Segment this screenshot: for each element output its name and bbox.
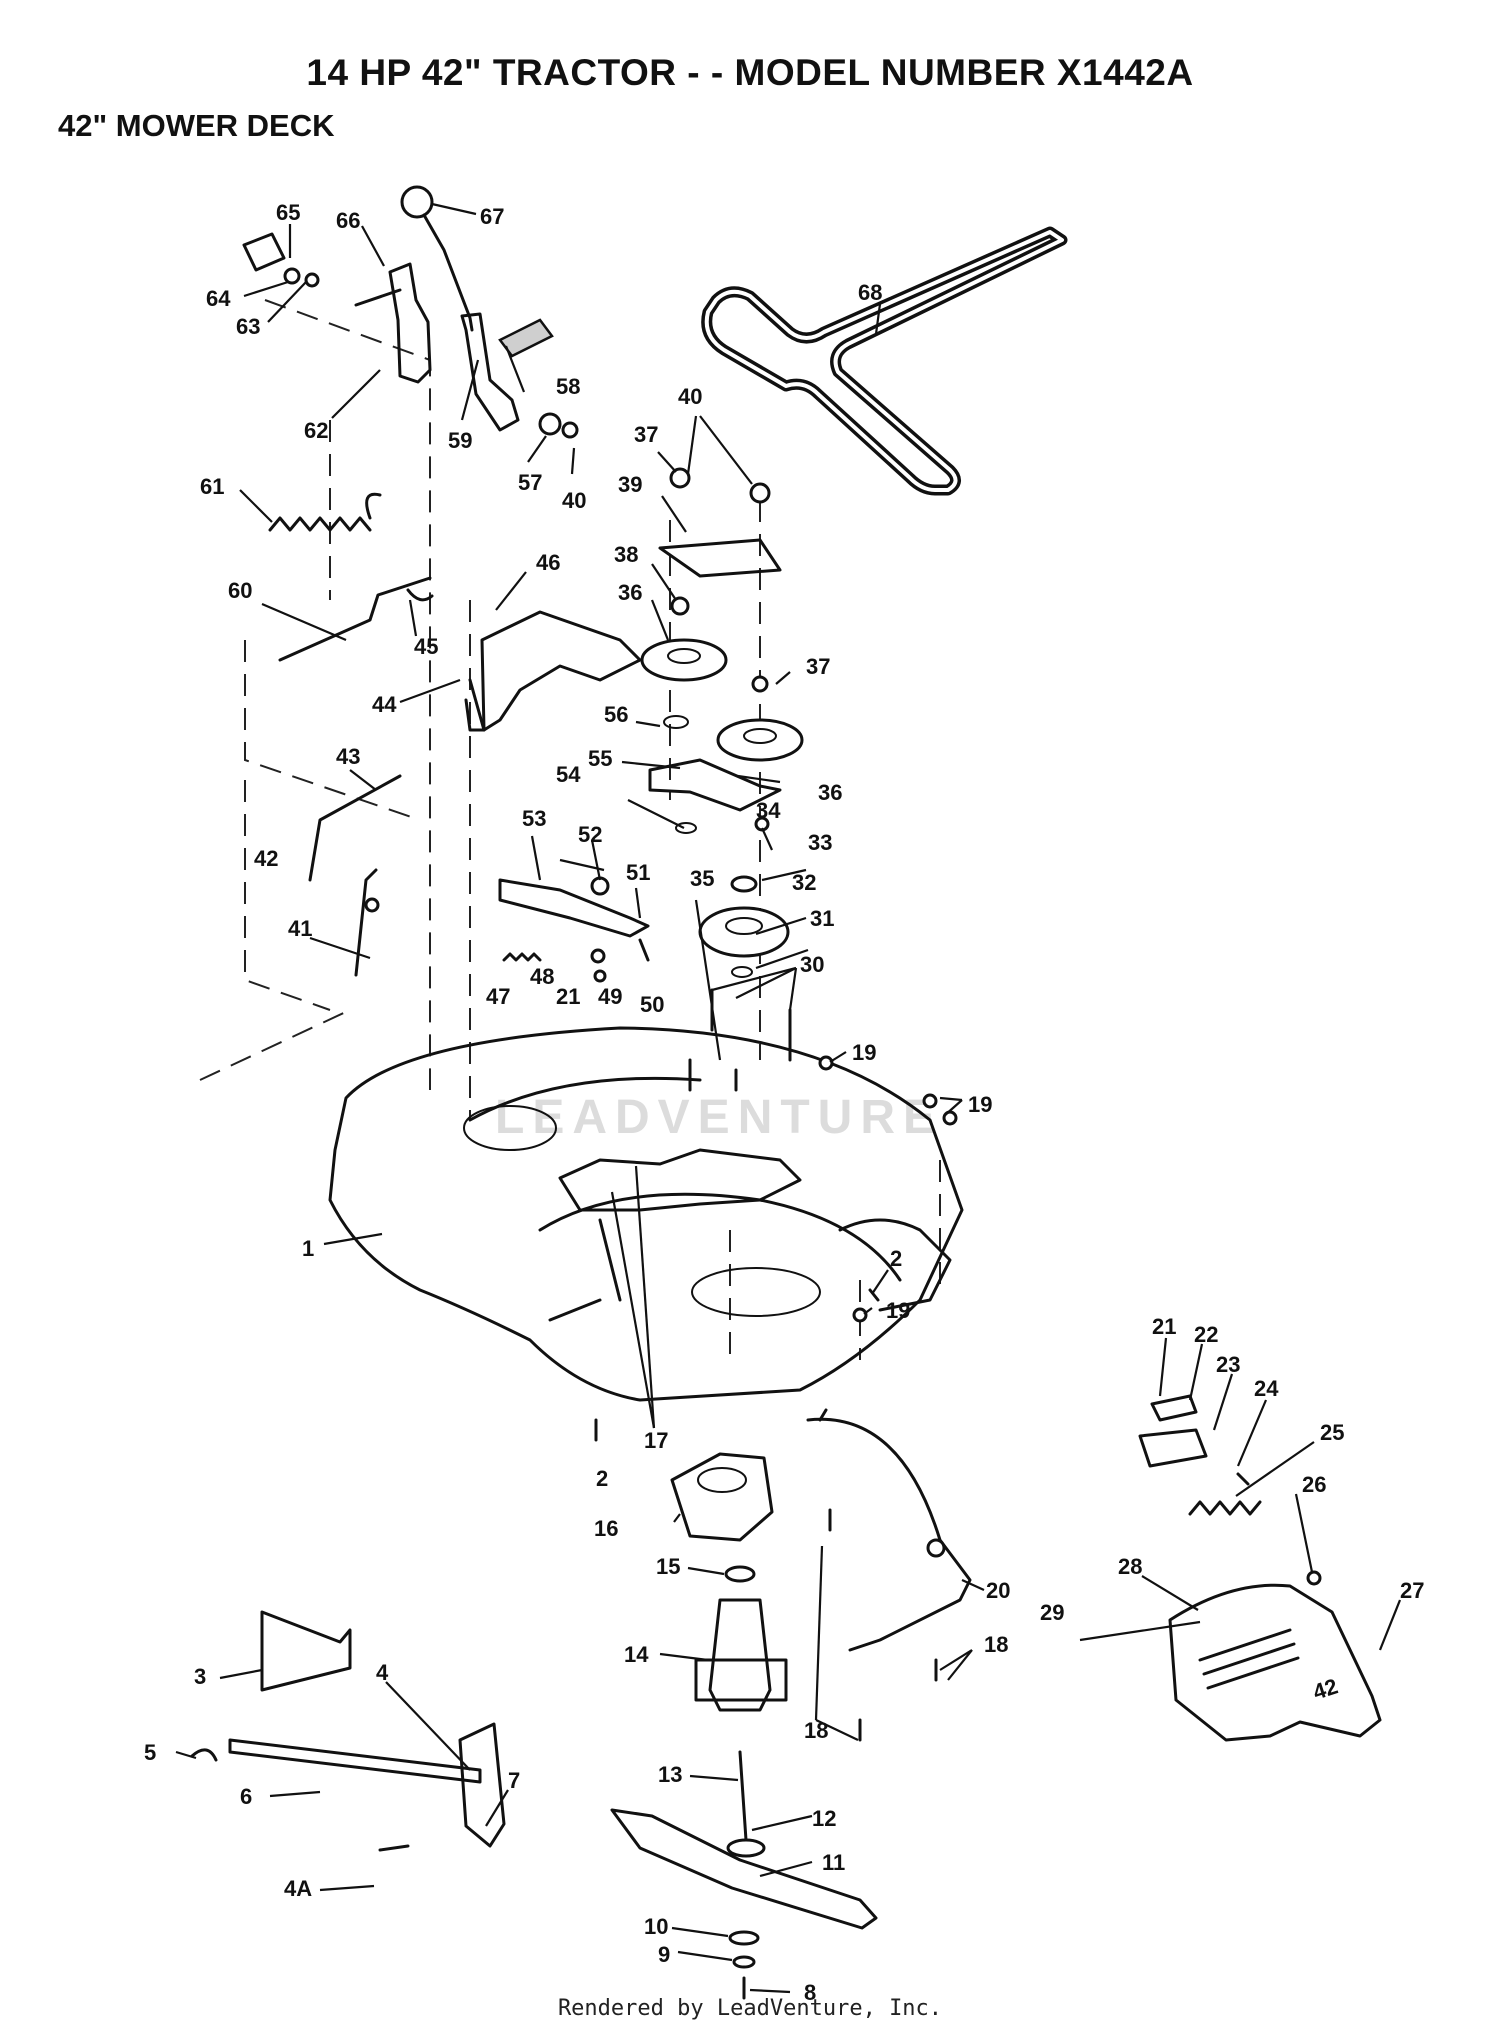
- center-pulley: [698, 816, 790, 978]
- callout-22: 22: [1194, 1322, 1218, 1347]
- callout-50: 50: [640, 992, 664, 1017]
- callout-12: 12: [812, 1806, 836, 1831]
- callout-2-lower: 2: [596, 1466, 608, 1491]
- callout-3: 3: [194, 1664, 206, 1689]
- callout-66: 66: [336, 208, 360, 233]
- callout-15: 15: [656, 1554, 680, 1579]
- callout-16: 16: [594, 1516, 618, 1541]
- callout-14: 14: [624, 1642, 649, 1667]
- callout-21-left: 21: [556, 984, 580, 1009]
- callout-36-lower: 36: [818, 780, 842, 805]
- callout-5: 5: [144, 1740, 156, 1765]
- callout-8: 8: [804, 1980, 816, 2005]
- callout-48: 48: [530, 964, 554, 989]
- stabilizer: [806, 1408, 972, 1742]
- callout-17: 17: [644, 1428, 668, 1453]
- blade-assembly: [610, 1750, 878, 2000]
- callout-7: 7: [508, 1768, 520, 1793]
- callout-18-lower: 18: [804, 1718, 828, 1743]
- belt-cover: [464, 610, 642, 732]
- callout-49: 49: [598, 984, 622, 1009]
- callout-67: 67: [480, 204, 504, 229]
- page-title: 14 HP 42" TRACTOR - - MODEL NUMBER X1442…: [306, 52, 1194, 93]
- callout-65: 65: [276, 200, 300, 225]
- callout-19-lower: 19: [886, 1298, 910, 1323]
- lift-lever-assembly: [242, 185, 579, 439]
- callout-6: 6: [240, 1784, 252, 1809]
- callout-58: 58: [556, 374, 580, 399]
- callout-28: 28: [1118, 1554, 1142, 1579]
- callout-60: 60: [228, 578, 252, 603]
- callout-21-right: 21: [1152, 1314, 1176, 1339]
- mower-deck: [328, 1026, 964, 1402]
- callout-31: 31: [810, 906, 834, 931]
- callout-27: 27: [1400, 1578, 1424, 1603]
- callout-40-upper-left: 40: [562, 488, 586, 513]
- callout-32: 32: [792, 870, 816, 895]
- callout-26: 26: [1302, 1472, 1326, 1497]
- callout-23: 23: [1216, 1352, 1240, 1377]
- callout-19-right: 19: [968, 1092, 992, 1117]
- deck-decal-42: 42: [1310, 1673, 1341, 1704]
- callout-labels: 65 66 67 64 63 62 59 58 57 40 68 40 37 3…: [144, 200, 1424, 2005]
- callout-64: 64: [206, 286, 231, 311]
- callout-63: 63: [236, 314, 260, 339]
- callout-34: 34: [756, 798, 781, 823]
- callout-61: 61: [200, 474, 224, 499]
- callout-53: 53: [522, 806, 546, 831]
- callout-11: 11: [822, 1850, 845, 1875]
- mower-belt: [701, 226, 1068, 496]
- footer-credit: Rendered by LeadVenture, Inc.: [557, 1996, 943, 2021]
- spindle-assembly: [670, 1452, 788, 1712]
- callout-40-upper: 40: [678, 384, 702, 409]
- callout-55: 55: [588, 746, 612, 771]
- callout-42: 42: [254, 846, 278, 871]
- callout-20: 20: [986, 1578, 1010, 1603]
- callout-1: 1: [302, 1236, 314, 1261]
- section-title: 42" MOWER DECK: [58, 108, 335, 143]
- callout-52: 52: [578, 822, 602, 847]
- callout-37-lower: 37: [806, 654, 830, 679]
- callout-35: 35: [690, 866, 714, 891]
- callout-39: 39: [618, 472, 642, 497]
- callout-56: 56: [604, 702, 628, 727]
- callout-37-upper: 37: [634, 422, 658, 447]
- callout-10: 10: [644, 1914, 668, 1939]
- callout-13: 13: [658, 1762, 682, 1787]
- watermark: LEADVENTURE: [495, 1091, 944, 1144]
- callout-36-upper: 36: [618, 580, 642, 605]
- callout-38: 38: [614, 542, 638, 567]
- callout-54: 54: [556, 762, 581, 787]
- callout-9: 9: [658, 1942, 670, 1967]
- callout-24: 24: [1254, 1376, 1279, 1401]
- callout-45: 45: [414, 634, 438, 659]
- callout-43: 43: [336, 744, 360, 769]
- callout-25: 25: [1320, 1420, 1344, 1445]
- idler-pulleys: [640, 467, 804, 834]
- callout-47: 47: [486, 984, 510, 1009]
- callout-2-upper: 2: [890, 1246, 902, 1271]
- clutch-arm: [498, 876, 650, 983]
- callout-18-right: 18: [984, 1632, 1008, 1657]
- callout-29: 29: [1040, 1600, 1064, 1625]
- right-chute-assembly: [1138, 1394, 1382, 1742]
- callout-51: 51: [626, 860, 650, 885]
- lift-links: [268, 492, 434, 977]
- callout-44: 44: [372, 692, 397, 717]
- callout-4A: 4A: [284, 1876, 312, 1901]
- callout-57: 57: [518, 470, 542, 495]
- callout-68: 68: [858, 280, 882, 305]
- callout-30: 30: [800, 952, 824, 977]
- callout-46: 46: [536, 550, 560, 575]
- callout-4: 4: [376, 1660, 389, 1685]
- callout-59: 59: [448, 428, 472, 453]
- callout-41: 41: [288, 916, 312, 941]
- left-links: [190, 1610, 506, 1852]
- callout-leaders: [175, 202, 1402, 1994]
- callout-62: 62: [304, 418, 328, 443]
- callout-19-top: 19: [852, 1040, 876, 1065]
- callout-33: 33: [808, 830, 832, 855]
